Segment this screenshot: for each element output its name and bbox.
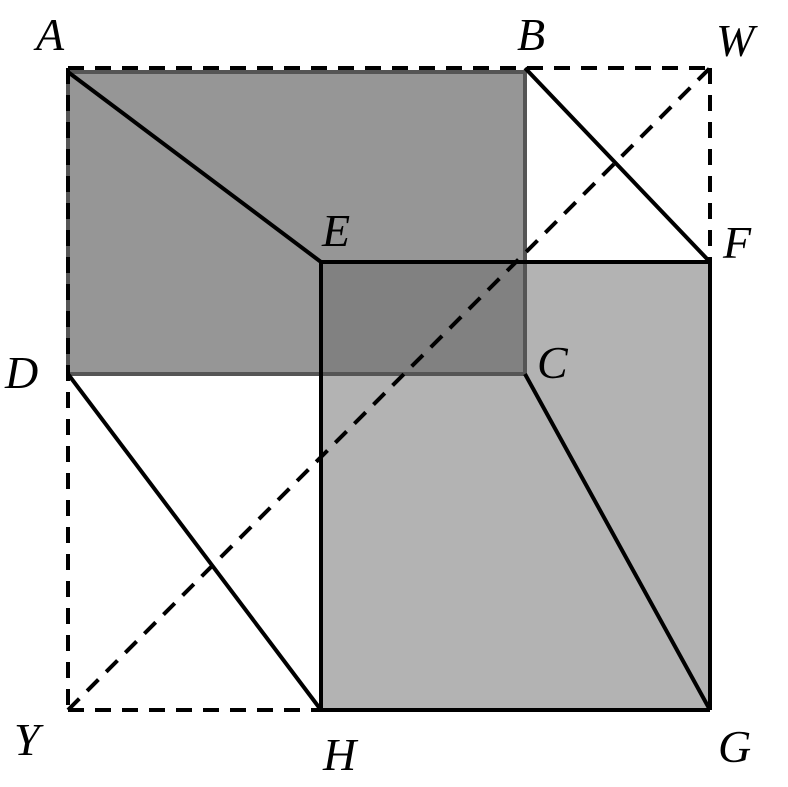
segment-c-g xyxy=(523,373,712,711)
dashed-diagonal-y-w xyxy=(66,66,712,712)
label-g: G xyxy=(718,721,751,772)
label-y: Y xyxy=(14,714,44,765)
square-abcd xyxy=(66,70,527,376)
label-b: B xyxy=(517,9,545,60)
segment-a-e xyxy=(66,70,323,264)
segment-d-h xyxy=(66,372,323,712)
label-f: F xyxy=(722,217,752,268)
label-d: D xyxy=(4,347,38,398)
label-w: W xyxy=(716,15,758,66)
label-a: A xyxy=(33,9,65,60)
label-e: E xyxy=(321,205,350,256)
label-c: C xyxy=(537,337,569,388)
segment-b-f xyxy=(523,66,712,264)
label-h: H xyxy=(322,729,359,780)
